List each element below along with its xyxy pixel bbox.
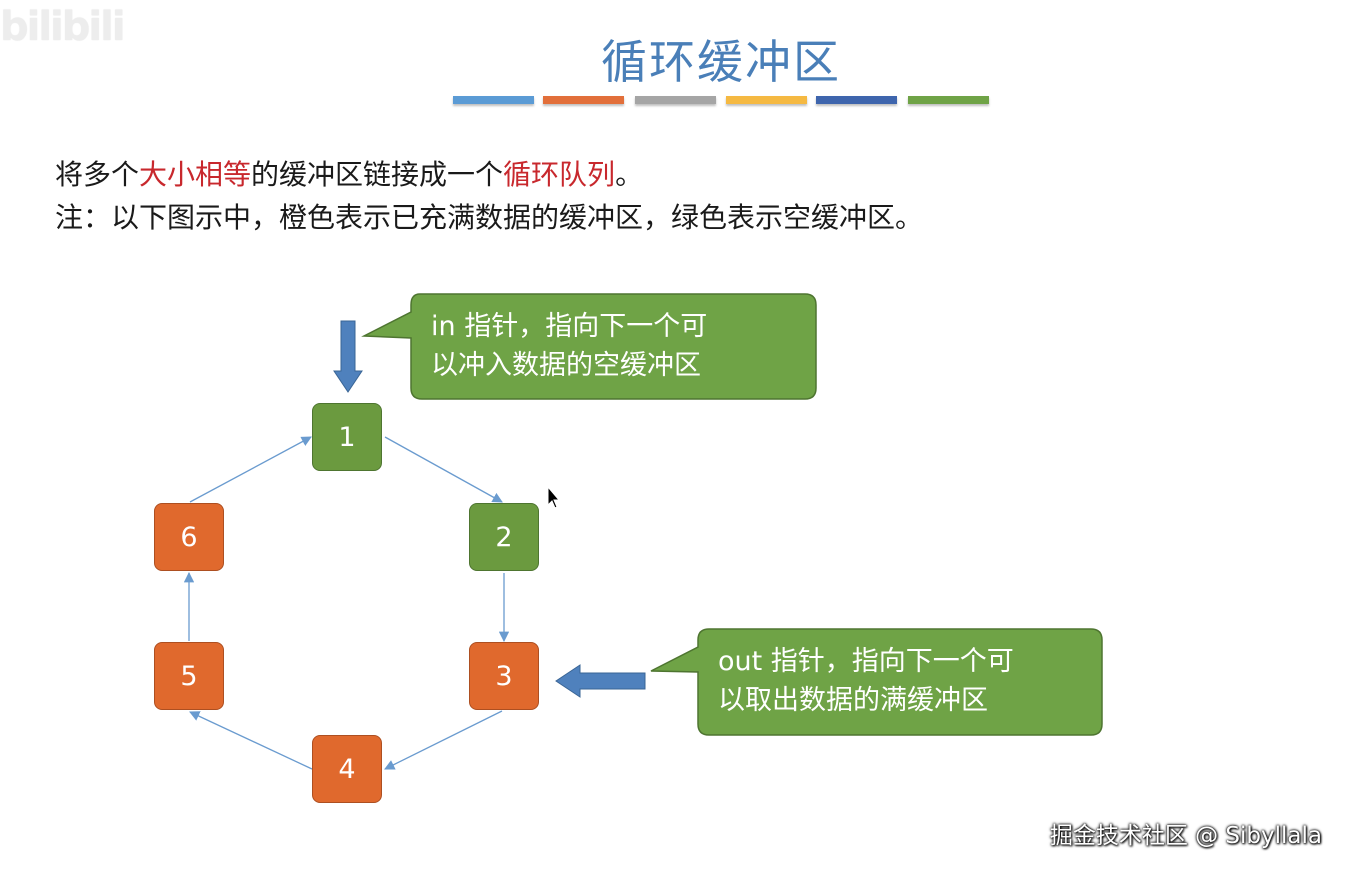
- buffer-node-3: 3: [469, 642, 539, 710]
- out-callout-line-1: out 指针，指向下一个可: [718, 646, 1014, 677]
- color-bar-navy: [816, 96, 897, 104]
- page-title: 循环缓冲区: [601, 35, 841, 89]
- watermark: 掘金技术社区 @ Sibyllala: [1049, 823, 1322, 849]
- out-callout-line-2: 以取出数据的满缓冲区: [718, 685, 988, 716]
- highlight-equal-size: 大小相等: [139, 158, 252, 191]
- in-pointer-arrow: [333, 320, 363, 393]
- buffer-node-1: 1: [312, 403, 382, 471]
- color-bar-orange: [543, 96, 624, 104]
- out-callout-bubble: [650, 628, 1103, 736]
- out-callout-text: out 指针，指向下一个可 以取出数据的满缓冲区: [718, 642, 1014, 720]
- in-callout-line-1: in 指针，指向下一个可: [431, 311, 708, 342]
- in-callout-bubble: [361, 293, 817, 400]
- description-line-2: 注：以下图示中，橙色表示已充满数据的缓冲区，绿色表示空缓冲区。: [55, 201, 924, 234]
- description-line-1: 将多个大小相等的缓冲区链接成一个循环队列。: [55, 153, 643, 193]
- buffer-node-6: 6: [154, 503, 224, 571]
- color-bar-yellow: [726, 96, 807, 104]
- color-bar-blue: [453, 96, 534, 104]
- description-text: 的缓冲区链接成一个: [251, 158, 504, 191]
- edge-4-to-5: [189, 711, 313, 770]
- bilibili-logo: bilibili: [0, 4, 126, 50]
- color-bar-green: [908, 96, 989, 104]
- highlight-circular-queue: 循环队列: [503, 158, 616, 191]
- buffer-node-5: 5: [154, 642, 224, 710]
- in-callout-text: in 指针，指向下一个可 以冲入数据的空缓冲区: [431, 307, 707, 385]
- description-text: 将多个: [55, 158, 140, 191]
- buffer-node-2: 2: [469, 503, 539, 571]
- edge-3-to-4: [384, 710, 503, 770]
- edge-1-to-2: [384, 436, 503, 503]
- buffer-node-4: 4: [312, 735, 382, 803]
- in-callout-line-2: 以冲入数据的空缓冲区: [431, 350, 701, 381]
- edge-6-to-1: [189, 436, 312, 503]
- description-text: 。: [615, 158, 644, 191]
- color-bar-gray: [635, 96, 716, 104]
- out-pointer-arrow: [555, 664, 646, 698]
- mouse-cursor-icon: [547, 486, 561, 509]
